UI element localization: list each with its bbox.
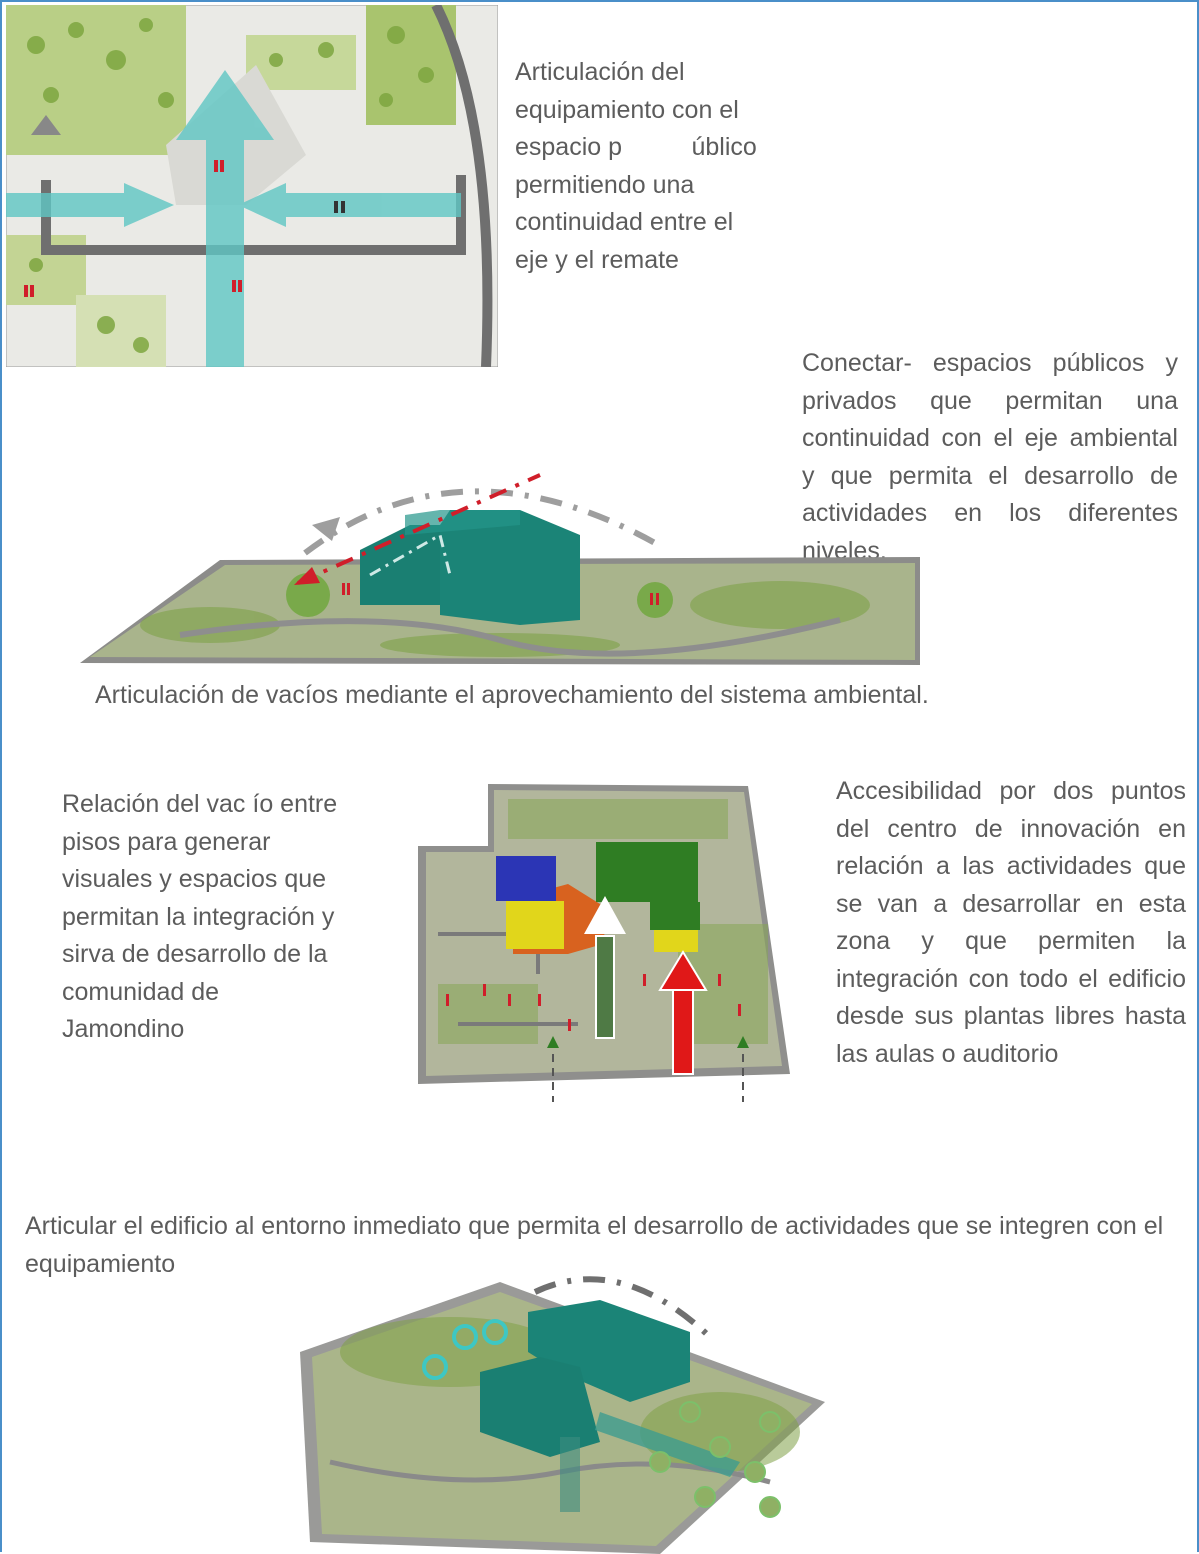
block3-left-line-5: sirva de desarrollo de la [62,940,328,968]
block3-model-image [418,784,790,1102]
block1-line-3: espacio p úblico [515,133,757,161]
block1-line-2: equipamiento con el [515,95,739,124]
block3-left-text: Relación del vac ío entre pisos para gen… [62,786,392,1049]
block2-text: Conectar- espacios públicos y privados q… [802,349,1178,565]
block4-model-image [300,1276,825,1554]
block1-text: Articulación del equipamiento con el esp… [515,54,815,279]
block3-left-line-6: comunidad de [62,977,220,1006]
block3-left-line-1: Relación del vac ío entre [62,790,338,818]
block3-left-line-2: pisos para generar [62,827,271,856]
site-plan-image [6,5,498,367]
block3-left-line-3: visuales y espacios que [62,865,327,893]
block2-caption: Articulación de vacíos mediante el aprov… [95,681,929,709]
block1-line-1: Articulación del [515,58,685,86]
block2-model-image [80,473,920,665]
block3-left-line-7: Jamondino [62,1015,185,1043]
block3-right-text: Accesibilidad por dos puntos del centro … [836,777,1186,1068]
block3-left-line-4: permitan la integración y [62,902,335,931]
block4-text: Articular el edificio al entorno inmedia… [25,1212,1164,1278]
block1-line-5: continuidad entre el [515,208,734,236]
block1-line-6: eje y el remate [515,245,679,274]
block1-line-4: permitiendo una [515,170,695,199]
